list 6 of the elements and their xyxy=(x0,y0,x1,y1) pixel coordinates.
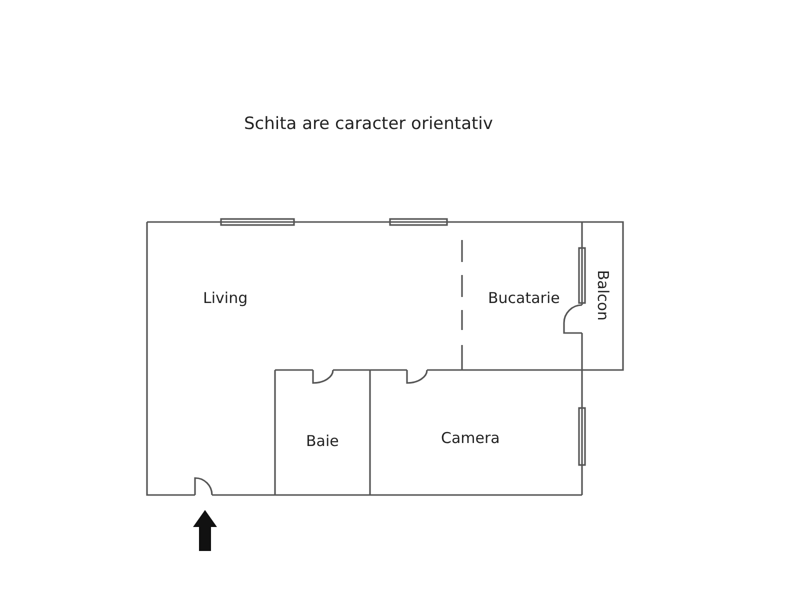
room-label: Living xyxy=(203,289,248,307)
room-label: Balcon xyxy=(594,270,612,321)
room-label: Baie xyxy=(306,432,339,450)
note-text: Schita are caracter orientativ xyxy=(244,114,493,134)
room-label: Camera xyxy=(441,429,500,447)
room-label: Bucatarie xyxy=(488,289,560,307)
